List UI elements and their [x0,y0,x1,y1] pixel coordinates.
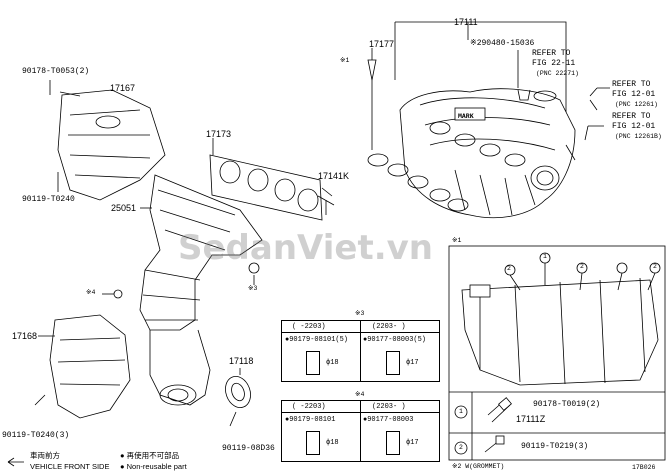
label-90119-08d36: 90119-08D36 [222,444,275,453]
detail-footnote: ※2 W(GROMMET) [452,463,505,470]
gasket-17173 [209,154,323,221]
label-17168: 17168 [12,331,38,341]
table3-title: ※3 [355,310,365,317]
table3-dia-2: ϕ17 [406,359,419,367]
refer-3-line2: FIG 12-01 [612,122,656,131]
table3-part-2: ●90177-08003(5) [363,336,427,344]
label-25051: 25051 [111,203,137,213]
table4-box: ( -2203) (2203- ) ●90179-08101 ●90177-08… [281,400,440,462]
legend-front-en: VEHICLE FRONT SIDE [30,462,110,471]
label-17173: 17173 [206,129,232,139]
refer-1-line2: FIG 22-11 [532,59,576,68]
detail-callout-2a: 2 [507,265,511,272]
watermark-text: SedanViet.vn [178,228,433,268]
heat-insulator-17168 [49,314,131,419]
legend-front-jp: 車両前方 [30,451,60,460]
mark-4: ※4 [86,289,96,296]
label-17141k: 17141K [318,171,350,181]
table3-part-1: ●90179-08101(5) [285,336,349,344]
table3-nut-2-icon [386,351,400,375]
label-17177: 17177 [369,39,395,49]
detail-callout-1: 1 [543,253,547,260]
intake-manifold [399,88,576,219]
refer-2-line3: (PNC 12261) [615,101,658,108]
mark-3: ※3 [248,285,258,292]
mark-label: MARK [458,113,474,120]
detail-row1-sub: 17111Z [516,414,546,424]
table4-nut-1-icon [306,431,320,455]
detail-mark-1: ※1 [452,237,462,244]
refer-2-line2: FIG 12-01 [612,90,656,99]
refer-3-line3: (PNC 12261B) [615,133,662,140]
heat-insulator-17167 [57,89,166,201]
table3-box: ( -2203) (2203- ) ●90179-08101(5) ●90177… [281,320,440,382]
label-290480: ※290480-15036 [470,39,535,48]
table3-nut-1-icon [306,351,320,375]
table4-title: ※4 [355,391,365,398]
table4-header-1: ( -2203) [292,403,326,411]
label-17111: 17111 [454,17,478,27]
table4-dia-2: ϕ17 [406,439,419,447]
table3-dia-1: ϕ18 [326,359,339,367]
label-17167: 17167 [110,83,136,93]
label-90119-t0240: 90119-T0240 [22,195,75,204]
label-17118: 17118 [229,356,254,366]
table4-part-2: ●90177-08003 [363,416,414,424]
detail-row2-num: 2 [459,444,463,451]
table4-dia-1: ϕ18 [326,439,339,447]
table3-header-2: (2203- ) [372,323,406,331]
gasket-17118 [225,376,251,408]
table4-nut-2-icon [386,431,400,455]
table3-header-1: ( -2203) [292,323,326,331]
legend-reuse-en: ● Non-reusable part [120,462,187,471]
refer-2-line1: REFER TO [612,80,651,89]
refer-3-line1: REFER TO [612,112,651,121]
label-90119-t0240-3: 90119-T0240(3) [2,431,70,440]
legend-reuse-jp: ● 再使用不可部品 [120,451,180,460]
detail-row1-part: 90178-T0019(2) [533,400,601,409]
mark-1-top: ※1 [340,57,350,64]
detail-callout-2c: 2 [653,263,657,270]
detail-row1-num: 1 [459,408,463,415]
label-90178-t0053: 90178-T0053(2) [22,67,90,76]
table4-header-2: (2203- ) [372,403,406,411]
detail-callout-2b: 2 [580,263,584,270]
detail-row2-part: 90119-T0219(3) [521,442,589,451]
table4-part-1: ●90179-08101 [285,416,336,424]
refer-1-line3: (PNC 22271) [536,70,579,77]
diagram-code: 17B026 [632,464,656,471]
refer-1-line1: REFER TO [532,49,571,58]
detail-intake-manifold [461,252,661,386]
exhaust-manifold-25051 [139,174,263,406]
gasket-17177 [367,153,469,212]
